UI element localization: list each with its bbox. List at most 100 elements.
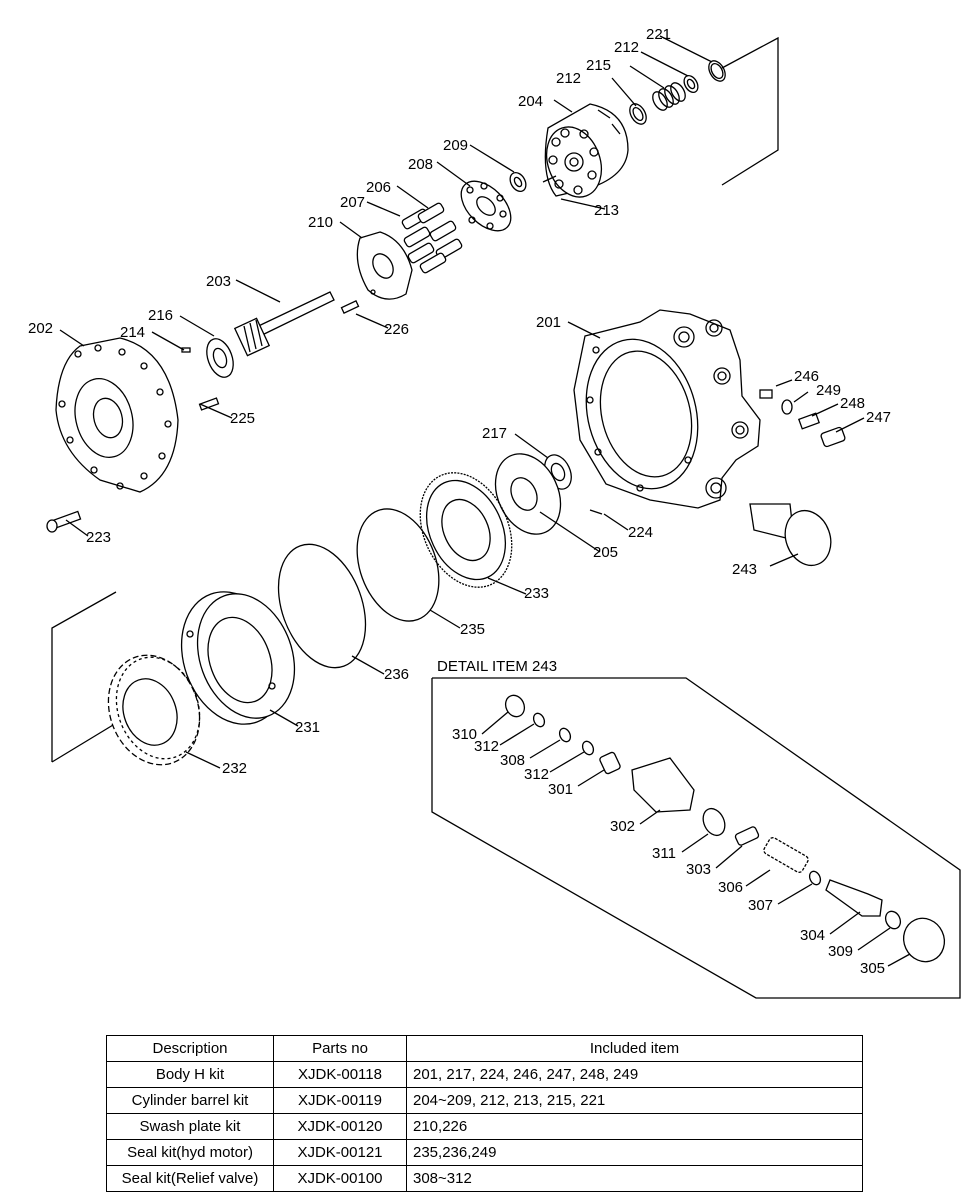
part-302-sleeve bbox=[631, 757, 695, 813]
part-312-o-ring-2 bbox=[581, 740, 595, 756]
part-208-retainer-plate bbox=[460, 180, 512, 232]
part-212-washer-top bbox=[683, 74, 699, 94]
label-209: 209 bbox=[443, 137, 468, 154]
part-243-relief-valve bbox=[749, 503, 832, 567]
label-312: 312 bbox=[524, 766, 549, 783]
label-311: 311 bbox=[652, 845, 676, 862]
label-216: 216 bbox=[148, 307, 173, 324]
part-307-spacer bbox=[808, 870, 822, 886]
part-249-o-ring bbox=[781, 399, 793, 415]
label-249: 249 bbox=[816, 382, 841, 399]
part-309-o-ring bbox=[884, 910, 902, 930]
part-210-swash-plate bbox=[356, 231, 413, 300]
part-305-cap bbox=[902, 917, 946, 963]
label-208: 208 bbox=[408, 156, 433, 173]
label-221: 221 bbox=[646, 26, 671, 43]
label-223: 223 bbox=[86, 529, 111, 546]
part-306-spring bbox=[763, 837, 809, 873]
label-236: 236 bbox=[384, 666, 409, 683]
cell-description: Seal kit(hyd motor) bbox=[106, 1139, 274, 1166]
part-224-pin bbox=[589, 509, 603, 515]
label-248: 248 bbox=[840, 395, 865, 412]
part-247-plug bbox=[820, 426, 846, 448]
label-304: 304 bbox=[800, 927, 825, 944]
table-header-row: Description Parts no Included item bbox=[106, 1035, 863, 1062]
label-247: 247 bbox=[866, 409, 891, 426]
header-description: Description bbox=[106, 1035, 274, 1062]
part-221-snap-ring bbox=[708, 60, 726, 82]
cell-parts-no: XJDK-00120 bbox=[273, 1113, 407, 1140]
label-308: 308 bbox=[500, 752, 525, 769]
part-202-flange bbox=[55, 337, 179, 493]
header-included-item: Included item bbox=[406, 1035, 863, 1062]
part-212-washer-lower bbox=[629, 103, 647, 125]
label-306: 306 bbox=[718, 879, 743, 896]
cell-parts-no: XJDK-00121 bbox=[273, 1139, 407, 1166]
label-201: 201 bbox=[536, 314, 561, 331]
part-232-spring-set bbox=[107, 654, 201, 766]
label-301: 301 bbox=[548, 781, 573, 798]
label-309: 309 bbox=[828, 943, 853, 960]
label-310: 310 bbox=[452, 726, 477, 743]
part-203-shaft bbox=[233, 291, 335, 357]
cell-included-item: 201, 217, 224, 246, 247, 248, 249 bbox=[406, 1061, 863, 1088]
cell-included-item: 235,236,249 bbox=[406, 1139, 863, 1166]
cell-description: Cylinder barrel kit bbox=[106, 1087, 274, 1114]
label-204: 204 bbox=[518, 93, 543, 110]
label-205: 205 bbox=[593, 544, 618, 561]
cell-included-item: 308~312 bbox=[406, 1165, 863, 1192]
label-246: 246 bbox=[794, 368, 819, 385]
label-235: 235 bbox=[460, 621, 485, 638]
part-312-o-ring bbox=[532, 712, 546, 728]
label-224: 224 bbox=[628, 524, 653, 541]
cell-included-item: 210,226 bbox=[406, 1113, 863, 1140]
part-204-cylinder-barrel bbox=[544, 103, 629, 198]
part-206-207-piston-assembly bbox=[401, 202, 463, 274]
part-303-poppet bbox=[734, 826, 760, 846]
cell-description: Seal kit(Relief valve) bbox=[106, 1165, 274, 1192]
cell-parts-no: XJDK-00100 bbox=[273, 1165, 407, 1192]
label-217: 217 bbox=[482, 425, 507, 442]
label-212: 212 bbox=[556, 70, 581, 87]
part-231-piston bbox=[180, 591, 296, 725]
detail-title: DETAIL ITEM 243 bbox=[437, 658, 557, 675]
part-311-o-ring bbox=[702, 807, 726, 837]
label-213: 213 bbox=[594, 202, 619, 219]
part-235-o-ring bbox=[356, 508, 440, 622]
part-201-body-housing bbox=[573, 309, 761, 509]
header-parts-no: Parts no bbox=[273, 1035, 407, 1062]
label-302: 302 bbox=[610, 818, 635, 835]
part-246-plug bbox=[759, 389, 773, 399]
table-row: Swash plate kit XJDK-00120 210,226 bbox=[106, 1113, 863, 1140]
exploded-parts-diagram: 221 212 215 212 204 209 208 206 207 210 … bbox=[28, 26, 961, 999]
label-207: 207 bbox=[340, 194, 365, 211]
part-209-bushing bbox=[509, 172, 527, 192]
label-225: 225 bbox=[230, 410, 255, 427]
label-312: 312 bbox=[474, 738, 499, 755]
label-233: 233 bbox=[524, 585, 549, 602]
part-308-o-ring bbox=[558, 727, 572, 743]
part-236-o-ring bbox=[277, 543, 367, 669]
assembly-boundary-lines bbox=[51, 36, 779, 763]
cell-parts-no: XJDK-00118 bbox=[273, 1061, 407, 1088]
part-labels: 221 212 215 212 204 209 208 206 207 210 … bbox=[28, 26, 891, 777]
label-210: 210 bbox=[308, 214, 333, 231]
label-232: 232 bbox=[222, 760, 247, 777]
label-307: 307 bbox=[748, 897, 773, 914]
label-303: 303 bbox=[686, 861, 711, 878]
table-row: Cylinder barrel kit XJDK-00119 204~209, … bbox=[106, 1087, 863, 1114]
label-226: 226 bbox=[384, 321, 409, 338]
label-243: 243 bbox=[732, 561, 757, 578]
part-248-spring bbox=[797, 412, 821, 430]
label-305: 305 bbox=[860, 960, 885, 977]
cell-description: Swash plate kit bbox=[106, 1113, 274, 1140]
part-214-key bbox=[181, 347, 191, 353]
table-row: Body H kit XJDK-00118 201, 217, 224, 246… bbox=[106, 1061, 863, 1088]
label-231: 231 bbox=[295, 719, 320, 736]
part-301-plunger bbox=[599, 751, 621, 775]
part-216-bearing bbox=[206, 338, 234, 378]
part-226-pin bbox=[340, 300, 360, 314]
cell-parts-no: XJDK-00119 bbox=[273, 1087, 407, 1114]
part-215-spring bbox=[652, 82, 686, 111]
label-206: 206 bbox=[366, 179, 391, 196]
